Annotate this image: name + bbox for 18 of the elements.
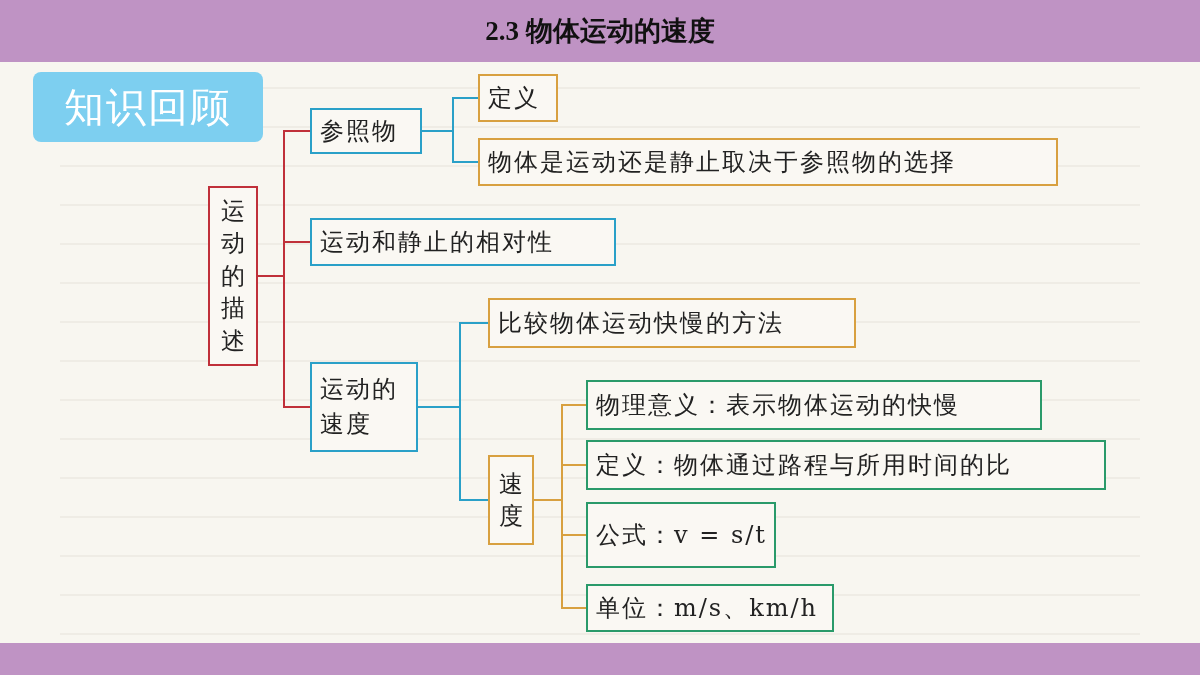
connector-line (533, 499, 587, 609)
topic-box: 定义：物体通过路程与所用时间的比 (586, 440, 1106, 490)
connector-line (421, 130, 479, 163)
topic-box: 比较物体运动快慢的方法 (488, 298, 856, 348)
topic-box: 参照物 (310, 108, 422, 154)
formula-box: 公式：v = s/t (586, 502, 776, 568)
title-bar: 2.3 物体运动的速度 (0, 0, 1200, 62)
topic-box: 运动和静止的相对性 (310, 218, 616, 266)
topic-box: 速度 (488, 455, 534, 545)
connector-line (417, 406, 489, 501)
section-badge: 知识回顾 (33, 72, 263, 142)
topic-box: 运动的描述 (208, 186, 258, 366)
topic-box: 单位：m/s、km/h (586, 584, 834, 632)
topic-box: 定义 (478, 74, 558, 122)
topic-box: 运动的速度 (310, 362, 418, 452)
topic-box: 物理意义：表示物体运动的快慢 (586, 380, 1042, 430)
topic-box: 物体是运动还是静止取决于参照物的选择 (478, 138, 1058, 186)
connector-line (257, 275, 311, 408)
